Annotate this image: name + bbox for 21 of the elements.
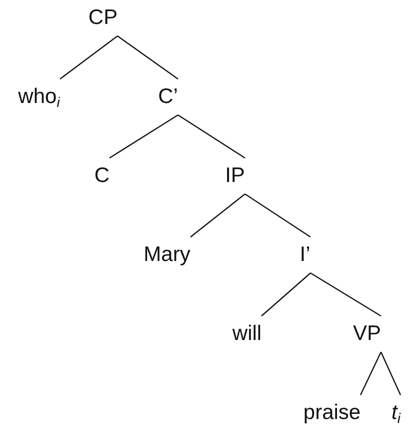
tree-node-label: t$_{i}$ xyxy=(392,395,400,431)
tree-node-label: IP xyxy=(225,158,245,194)
tree-node-label: CP xyxy=(88,0,118,36)
tree-node-label: praise xyxy=(303,395,361,431)
tree-node-label: C’ xyxy=(158,79,178,115)
tree-node-label: who$_{i}$ xyxy=(18,79,60,115)
tree-node-label: VP xyxy=(353,316,381,352)
tree-branch xyxy=(109,114,178,158)
tree-branch xyxy=(261,272,311,316)
tree-node-label: Mary xyxy=(144,237,190,273)
tree-branch xyxy=(310,272,382,317)
tree-node-label: will xyxy=(232,316,262,352)
tree-branch xyxy=(60,36,118,80)
tree-node-label: C xyxy=(94,158,110,194)
tree-branch xyxy=(178,114,246,158)
tree-branch xyxy=(117,36,178,80)
tree-branch xyxy=(190,194,246,238)
tree-branch xyxy=(380,352,402,396)
tree-node-label: I’ xyxy=(300,237,310,273)
tree-branch xyxy=(244,194,311,238)
tree-branch xyxy=(360,352,382,396)
